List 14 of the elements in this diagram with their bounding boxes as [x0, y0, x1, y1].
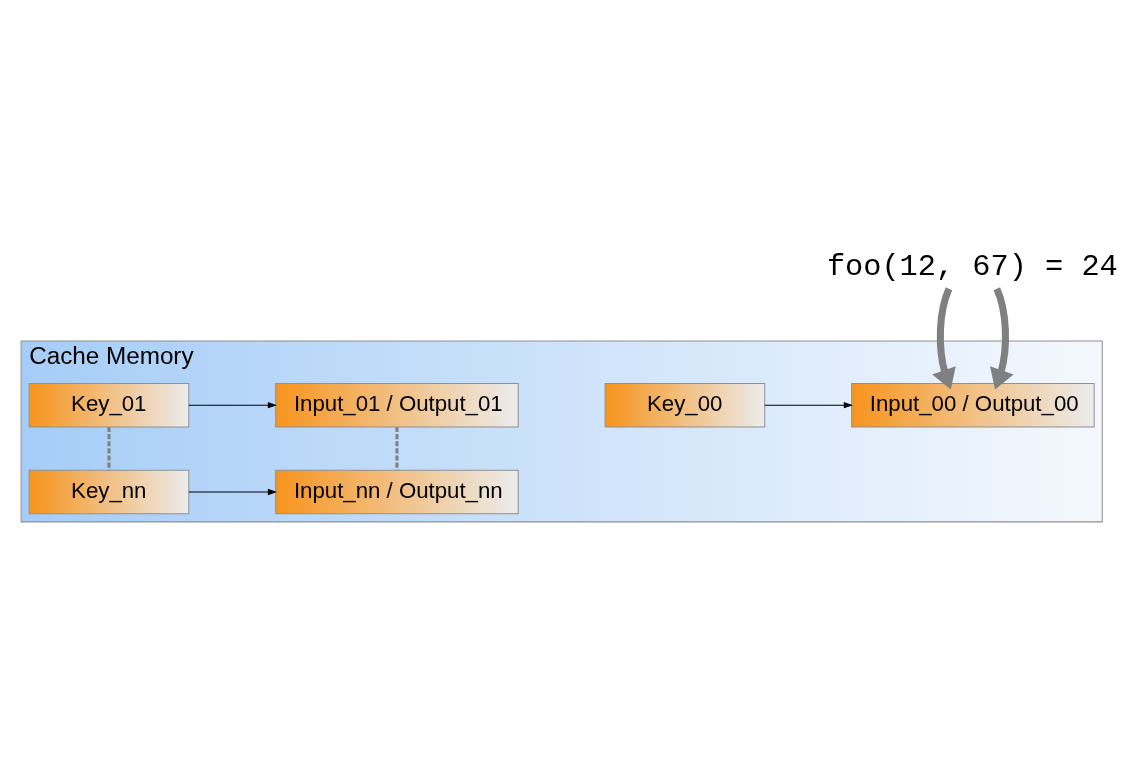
node-box: Input_nn / Output_nn — [275, 469, 519, 515]
node-box: Input_01 / Output_01 — [275, 382, 519, 428]
connector — [395, 427, 399, 471]
arrow — [990, 287, 1014, 390]
arrow — [188, 402, 277, 409]
node-box: Key_01 — [28, 382, 190, 428]
arrow — [188, 488, 277, 496]
arrow — [764, 402, 853, 409]
node-box: Key_00 — [604, 382, 766, 428]
arrow — [932, 287, 956, 390]
node-box: Input_00 / Output_00 — [851, 382, 1095, 428]
node-text: foo(12, 67) = 24 — [826, 250, 1118, 285]
connector — [107, 427, 111, 471]
node-box: Key_nn — [28, 469, 190, 515]
